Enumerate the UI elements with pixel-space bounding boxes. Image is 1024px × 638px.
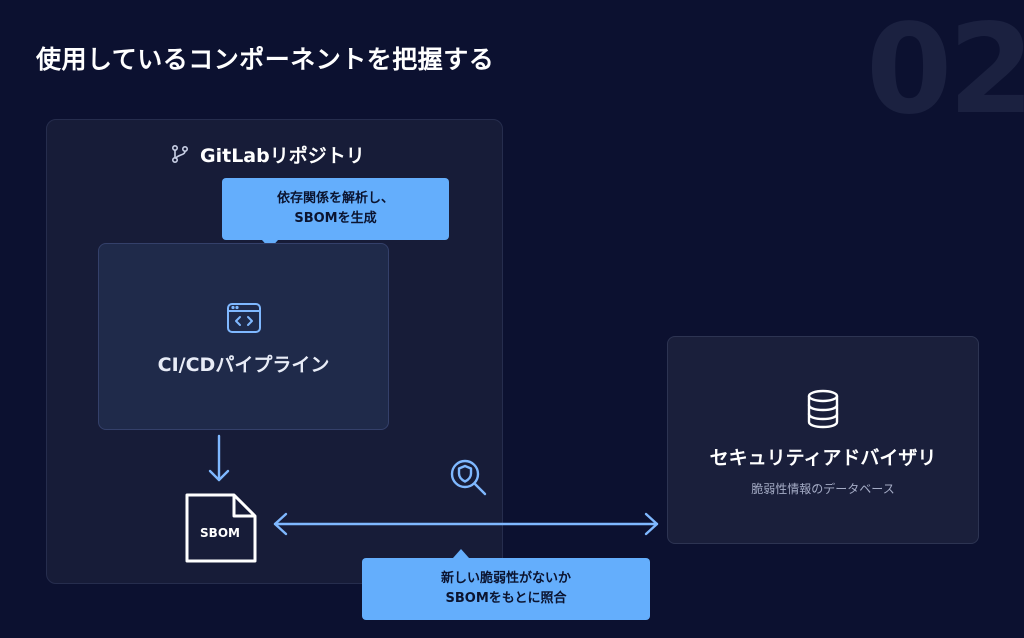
- advisory-subtitle: 脆弱性情報のデータベース: [751, 482, 895, 496]
- callout-pointer: [453, 549, 469, 558]
- security-advisory-box: セキュリティアドバイザリ 脆弱性情報のデータベース: [667, 336, 979, 544]
- advisory-title: セキュリティアドバイザリ: [709, 447, 937, 469]
- callout-line: 新しい脆弱性がないか: [440, 571, 571, 586]
- repository-header: GitLabリポジトリ: [170, 142, 365, 167]
- repository-label: GitLabリポジトリ: [200, 144, 365, 167]
- callout-line: 依存関係を解析し、: [276, 191, 394, 206]
- page-title: 使用しているコンポーネントを把握する: [36, 45, 495, 74]
- sbom-label: SBOM: [200, 526, 240, 540]
- cicd-pipeline-box: CI/CDパイプライン: [98, 243, 389, 430]
- code-window-icon: [227, 303, 261, 333]
- pipeline-label: CI/CDパイプライン: [157, 354, 330, 376]
- page-number: 02: [866, 0, 1024, 142]
- vulnerability-check-callout: 新しい脆弱性がないか SBOMをもとに照合: [362, 558, 650, 620]
- document-icon: [185, 493, 257, 563]
- shield-search-icon: [450, 459, 487, 496]
- callout-line: SBOMをもとに照合: [445, 591, 567, 606]
- callout-line: SBOMを生成: [294, 211, 377, 226]
- database-icon: [807, 389, 839, 429]
- sbom-generation-callout: 依存関係を解析し、 SBOMを生成: [222, 178, 449, 240]
- generate-arrow: [208, 434, 230, 482]
- git-branch-icon: [171, 144, 189, 164]
- sbom-document: SBOM: [185, 493, 257, 563]
- compare-arrow: [273, 512, 659, 536]
